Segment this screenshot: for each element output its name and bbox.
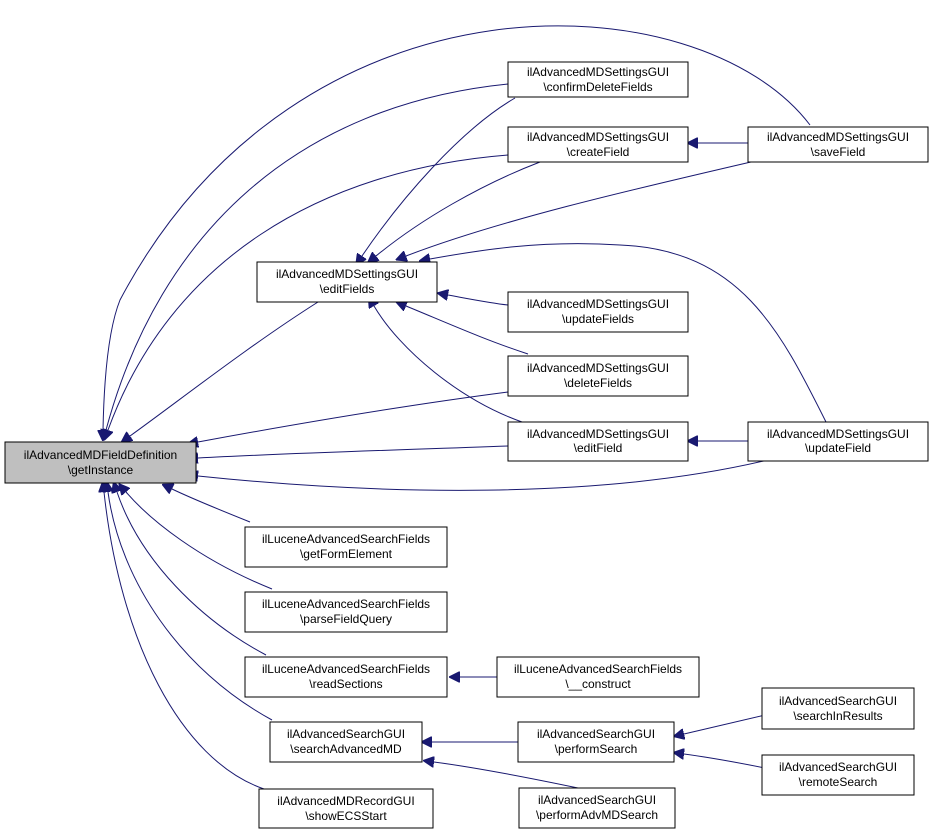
node-delete-fields[interactable]: ilAdvancedMDSettingsGUI \deleteFields xyxy=(507,355,689,397)
node-class-label: ilLuceneAdvancedSearchFields xyxy=(262,597,430,611)
node-class-label: ilAdvancedSearchGUI xyxy=(537,727,655,741)
edge-create-field-to-get-instance xyxy=(108,154,509,430)
node-perform-adv-md-search[interactable]: ilAdvancedSearchGUI \performAdvMDSearch xyxy=(518,787,676,829)
node-search-advanced-md[interactable]: ilAdvancedSearchGUI \searchAdvancedMD xyxy=(269,721,423,763)
node-method-label: \deleteFields xyxy=(564,376,632,390)
node-class-label: ilLuceneAdvancedSearchFields xyxy=(262,662,430,676)
edge-show-ecs-start-to-get-instance xyxy=(104,492,265,790)
node-get-form-element[interactable]: ilLuceneAdvancedSearchFields \getFormEle… xyxy=(244,526,448,568)
edge-edit-fields-to-get-instance xyxy=(130,301,319,436)
edge-remote-search-to-perform-search xyxy=(684,754,766,769)
node-class-label: ilAdvancedMDRecordGUI xyxy=(277,794,414,808)
node-class-label: ilAdvancedMDSettingsGUI xyxy=(276,267,418,281)
node-method-label: \getInstance xyxy=(68,463,134,477)
edge-confirm-delete-fields-to-edit-fields xyxy=(362,97,516,256)
edge-create-field-to-edit-fields xyxy=(376,161,541,256)
node-remote-search[interactable]: ilAdvancedSearchGUI \remoteSearch xyxy=(761,754,915,796)
edge-edit-field-to-edit-fields xyxy=(374,306,523,423)
node-class-label: ilAdvancedMDSettingsGUI xyxy=(527,361,669,375)
node-method-label: \editFields xyxy=(320,282,375,296)
node-method-label: \confirmDeleteFields xyxy=(543,80,652,94)
edge-confirm-delete-fields-to-get-instance xyxy=(106,83,509,430)
edge-search-in-results-to-perform-search xyxy=(684,714,766,734)
node-method-label: \editField xyxy=(574,441,623,455)
node-method-label: \remoteSearch xyxy=(799,775,878,789)
node-class-label: ilAdvancedSearchGUI xyxy=(538,793,656,807)
edge-save-field-to-edit-fields xyxy=(406,160,756,256)
edge-save-field-to-get-instance xyxy=(103,25,811,430)
edge-read-sections-to-get-instance xyxy=(117,492,267,656)
node-construct[interactable]: ilLuceneAdvancedSearchFields \__construc… xyxy=(496,656,700,698)
node-class-label: ilLuceneAdvancedSearchFields xyxy=(262,532,430,546)
node-search-in-results[interactable]: ilAdvancedSearchGUI \searchInResults xyxy=(761,687,915,730)
node-parse-field-query[interactable]: ilLuceneAdvancedSearchFields \parseField… xyxy=(244,591,448,633)
node-save-field[interactable]: ilAdvancedMDSettingsGUI \saveField xyxy=(747,126,929,163)
node-class-label: ilAdvancedMDSettingsGUI xyxy=(527,427,669,441)
node-create-field[interactable]: ilAdvancedMDSettingsGUI \createField xyxy=(507,126,689,163)
edge-parse-field-query-to-get-instance xyxy=(126,492,273,590)
node-class-label: ilAdvancedMDSettingsGUI xyxy=(527,130,669,144)
node-method-label: \searchInResults xyxy=(793,709,882,723)
edge-update-fields-to-edit-fields xyxy=(448,295,509,306)
node-edit-field[interactable]: ilAdvancedMDSettingsGUI \editField xyxy=(507,421,689,462)
node-method-label: \showECSStart xyxy=(305,809,387,823)
node-method-label: \updateField xyxy=(805,441,871,455)
node-show-ecs-start[interactable]: ilAdvancedMDRecordGUI \showECSStart xyxy=(258,788,434,829)
node-method-label: \getFormElement xyxy=(300,547,393,561)
edge-search-advanced-md-to-get-instance xyxy=(108,492,273,721)
node-method-label: \readSections xyxy=(309,677,382,691)
edge-get-form-element-to-get-instance xyxy=(172,489,251,523)
node-class-label: ilAdvancedSearchGUI xyxy=(287,727,405,741)
node-class-label: ilAdvancedSearchGUI xyxy=(779,694,897,708)
edge-update-field-to-edit-fields xyxy=(430,243,827,423)
node-method-label: \performAdvMDSearch xyxy=(536,808,658,822)
node-update-field[interactable]: ilAdvancedMDSettingsGUI \updateField xyxy=(747,421,929,462)
node-perform-search[interactable]: ilAdvancedSearchGUI \performSearch xyxy=(517,721,675,763)
node-method-label: \updateFields xyxy=(562,312,634,326)
node-method-label: \saveField xyxy=(811,145,866,159)
node-class-label: ilAdvancedMDSettingsGUI xyxy=(527,65,669,79)
edge-update-field-to-get-instance xyxy=(198,459,769,491)
node-update-fields[interactable]: ilAdvancedMDSettingsGUI \updateFields xyxy=(507,291,689,333)
node-class-label: ilAdvancedMDSettingsGUI xyxy=(527,297,669,311)
node-edit-fields[interactable]: ilAdvancedMDSettingsGUI \editFields xyxy=(256,261,438,303)
node-il-advanced-md-field-definition-get-instance[interactable]: ilAdvancedMDFieldDefinition \getInstance xyxy=(4,441,197,484)
node-method-label: \searchAdvancedMD xyxy=(290,742,402,756)
node-class-label: ilAdvancedMDFieldDefinition xyxy=(24,448,177,462)
node-class-label: ilAdvancedMDSettingsGUI xyxy=(767,427,909,441)
node-method-label: \__construct xyxy=(565,677,631,691)
edge-delete-fields-to-get-instance xyxy=(198,391,509,442)
edge-edit-field-to-get-instance xyxy=(198,445,509,458)
node-class-label: ilLuceneAdvancedSearchFields xyxy=(514,662,682,676)
node-class-label: ilAdvancedMDSettingsGUI xyxy=(767,130,909,144)
edge-perform-adv-md-search-to-search-advanced-md xyxy=(434,762,579,789)
node-method-label: \parseFieldQuery xyxy=(300,612,392,626)
node-read-sections[interactable]: ilLuceneAdvancedSearchFields \readSectio… xyxy=(244,656,448,698)
node-method-label: \performSearch xyxy=(555,742,638,756)
node-class-label: ilAdvancedSearchGUI xyxy=(779,760,897,774)
node-method-label: \createField xyxy=(567,145,630,159)
node-confirm-delete-fields[interactable]: ilAdvancedMDSettingsGUI \confirmDeleteFi… xyxy=(507,61,689,98)
edge-delete-fields-to-edit-fields xyxy=(406,306,529,355)
